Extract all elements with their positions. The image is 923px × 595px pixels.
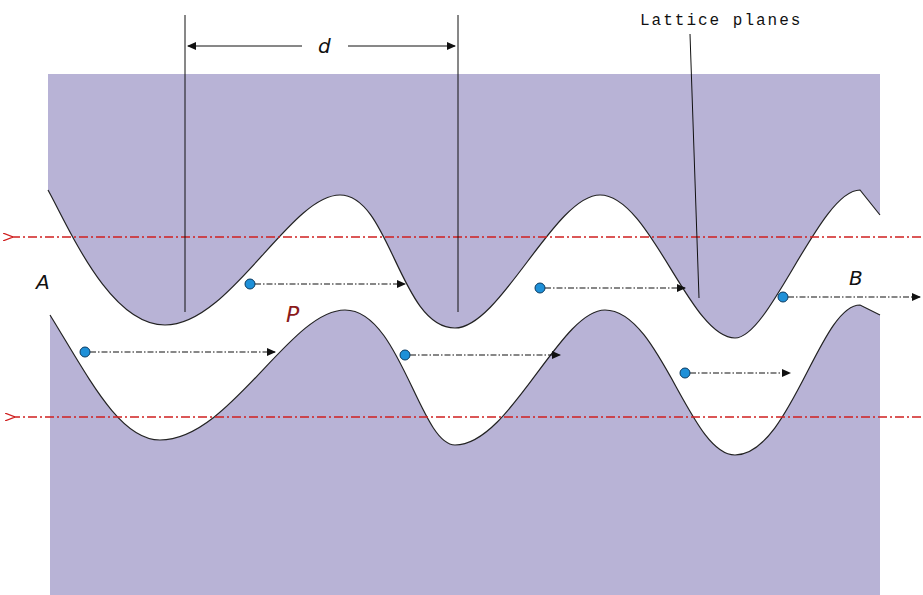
particles — [80, 279, 788, 378]
beam-line — [12, 236, 921, 237]
lower-crystal — [50, 305, 880, 595]
beam-line — [14, 416, 921, 417]
dimension-line — [458, 15, 459, 312]
dimension-label: d — [318, 34, 331, 58]
point-label: P — [286, 302, 299, 327]
lattice-plane-edge — [50, 305, 880, 455]
dimension-arrow — [188, 46, 302, 47]
upper-crystal — [48, 74, 880, 338]
leader-line — [690, 34, 699, 298]
particle-trajectories — [90, 284, 920, 373]
point-label: A — [36, 270, 50, 294]
lattice-plane-edge — [48, 190, 880, 338]
callout-label: Lattice planes — [640, 12, 802, 30]
dimension-line — [185, 15, 186, 312]
dimension-arrow — [348, 46, 455, 47]
point-label: B — [849, 266, 863, 290]
